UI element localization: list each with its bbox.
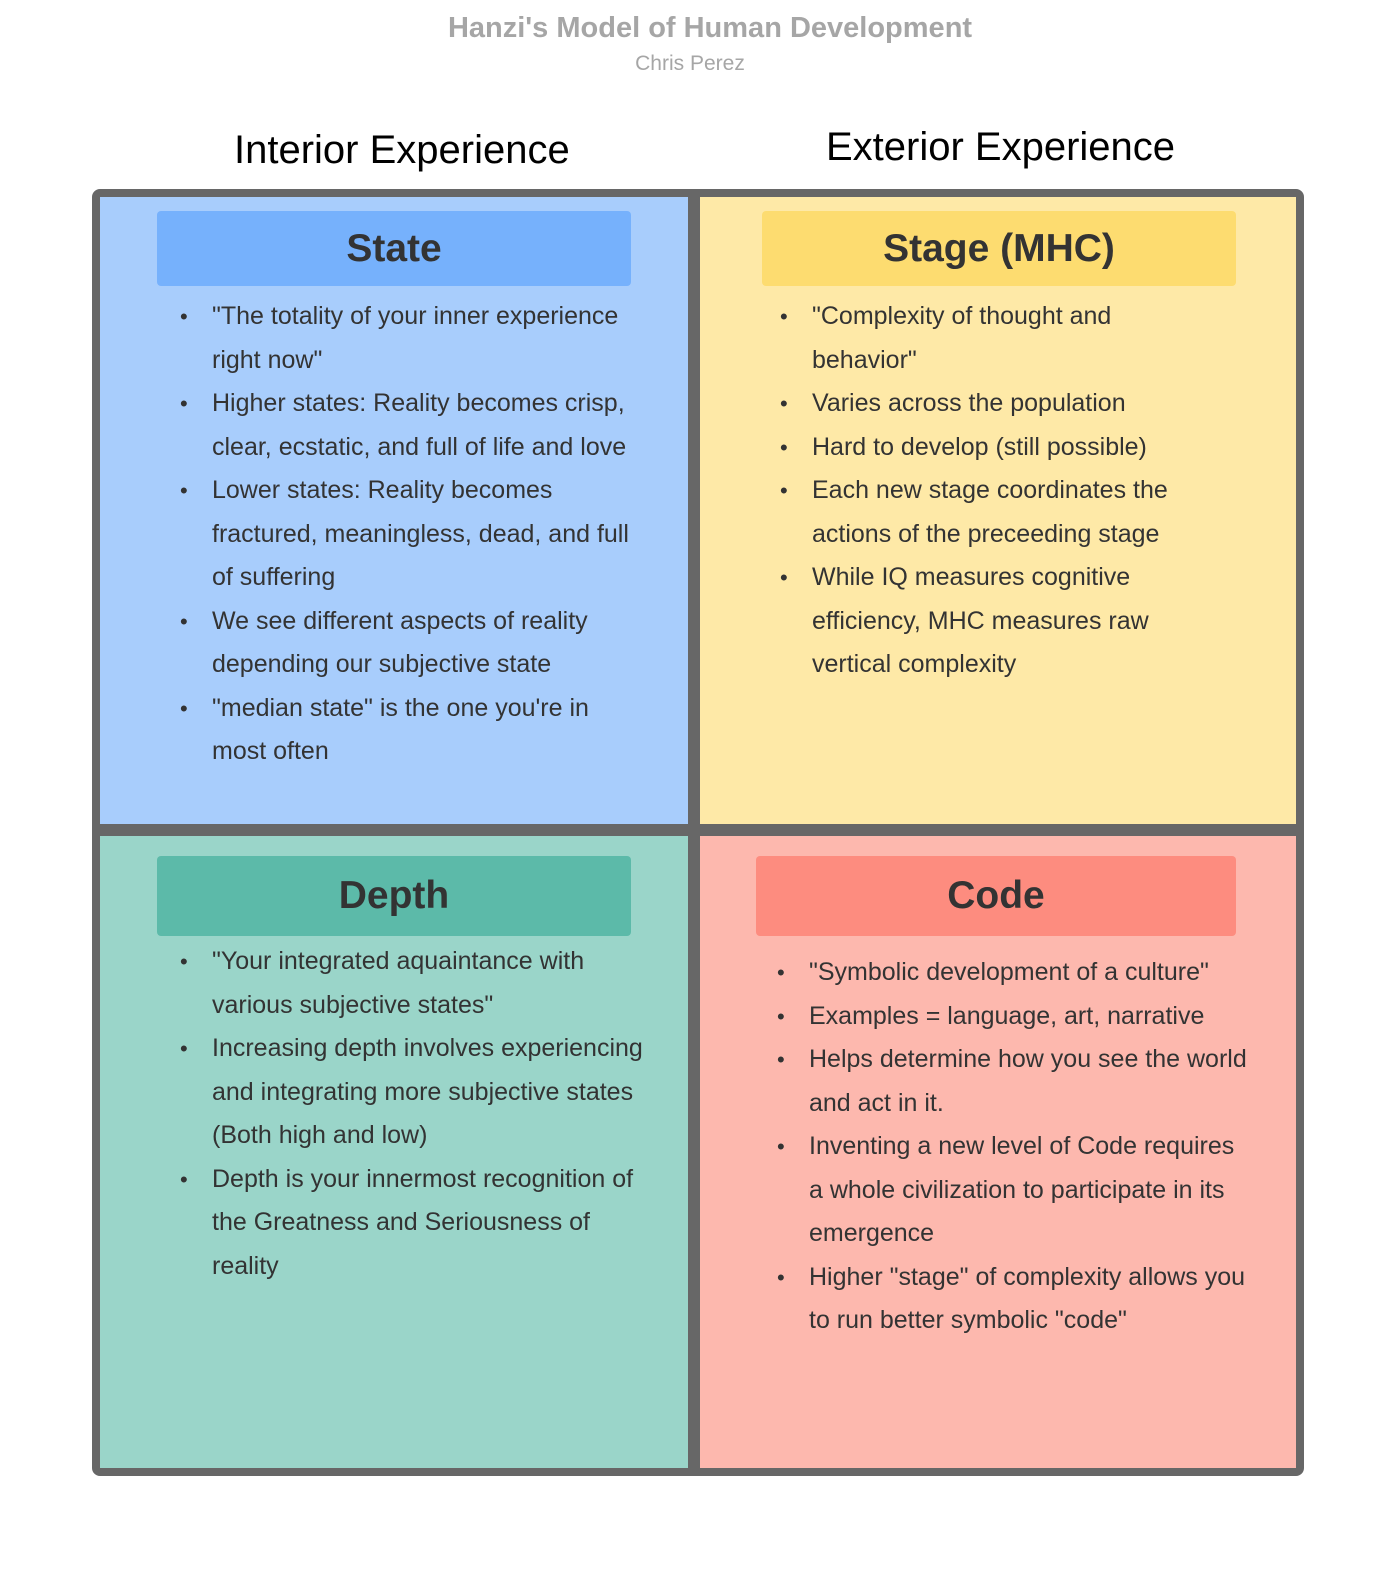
bullet-item: Increasing depth involves experiencing a… xyxy=(180,1027,650,1158)
quadrant-code-bullets: "Symbolic development of a culture" Exam… xyxy=(777,951,1247,1343)
quadrant-depth-title: Depth xyxy=(157,856,631,936)
bullet-item: "Symbolic development of a culture" xyxy=(777,951,1247,995)
column-header-exterior: Exterior Experience xyxy=(826,125,1176,169)
quadrant-state-title: State xyxy=(157,211,631,286)
quadrant-depth-bullets: "Your integrated aquaintance with variou… xyxy=(180,940,650,1288)
bullet-item: "median state" is the one you're in most… xyxy=(180,687,640,774)
quadrant-depth: Depth "Your integrated aquaintance with … xyxy=(92,828,696,1476)
quadrant-state-bullets: "The totality of your inner experience r… xyxy=(180,295,640,774)
bullet-item: "Complexity of thought and behavior" xyxy=(780,295,1210,382)
quadrant-state: State "The totality of your inner experi… xyxy=(92,189,696,832)
quadrant-stage: Stage (MHC) "Complexity of thought and b… xyxy=(692,189,1304,832)
bullet-item: While IQ measures cognitive efficiency, … xyxy=(780,556,1210,687)
bullet-item: Higher "stage" of complexity allows you … xyxy=(777,1256,1247,1343)
column-header-interior: Interior Experience xyxy=(234,128,570,172)
quadrant-code-title: Code xyxy=(756,856,1236,936)
bullet-item: Each new stage coordinates the actions o… xyxy=(780,469,1210,556)
quadrant-stage-bullets: "Complexity of thought and behavior" Var… xyxy=(780,295,1210,687)
bullet-item: We see different aspects of reality depe… xyxy=(180,600,640,687)
bullet-item: Examples = language, art, narrative xyxy=(777,995,1247,1039)
bullet-item: Varies across the population xyxy=(780,382,1210,426)
document-author: Chris Perez xyxy=(635,52,745,75)
bullet-item: "The totality of your inner experience r… xyxy=(180,295,640,382)
bullet-item: Inventing a new level of Code requires a… xyxy=(777,1125,1247,1256)
bullet-item: Hard to develop (still possible) xyxy=(780,426,1210,470)
quadrant-stage-title: Stage (MHC) xyxy=(762,211,1236,286)
document-title: Hanzi's Model of Human Development xyxy=(447,12,973,44)
bullet-item: Lower states: Reality becomes fractured,… xyxy=(180,469,640,600)
bullet-item: Higher states: Reality becomes crisp, cl… xyxy=(180,382,640,469)
bullet-item: Helps determine how you see the world an… xyxy=(777,1038,1247,1125)
bullet-item: "Your integrated aquaintance with variou… xyxy=(180,940,650,1027)
quadrant-code: Code "Symbolic development of a culture"… xyxy=(692,828,1304,1476)
bullet-item: Depth is your innermost recognition of t… xyxy=(180,1158,650,1289)
